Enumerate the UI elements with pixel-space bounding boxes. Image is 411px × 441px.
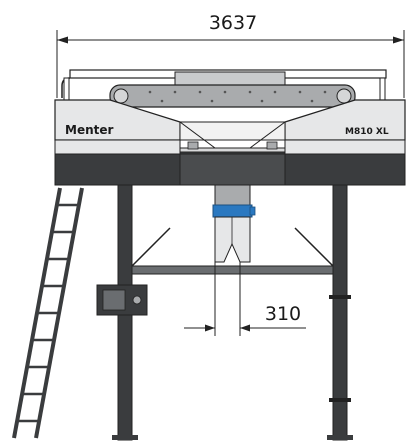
funnel-window-right (266, 141, 278, 150)
brace-diagonal-left (131, 227, 171, 267)
top-hopper (174, 71, 286, 87)
ladder (12, 187, 84, 439)
conveyor-belt (109, 84, 356, 108)
machine-body: Menter M810 XL (54, 99, 406, 186)
cross-brace (131, 265, 334, 275)
conveyor-body (109, 84, 356, 108)
conveyor-roller-left (113, 88, 129, 104)
chute-blue-tab (249, 206, 256, 216)
control-knob-icon (132, 295, 142, 305)
outlet-width-dimension: 310 (184, 262, 306, 336)
brand-label-left: Menter (65, 123, 113, 137)
dimension-label-bg (258, 300, 302, 324)
ladder-rungs (17, 203, 79, 423)
funnel-window-left (187, 141, 199, 150)
right-leg-clamp (329, 295, 351, 299)
overall-width-dimension: 3637 (56, 12, 405, 98)
right-panel-lower (284, 139, 406, 155)
chute-upper (214, 184, 251, 206)
right-foot (327, 435, 353, 440)
control-box-panel (102, 289, 126, 311)
funnel-center (179, 121, 286, 141)
dimension-arrow-right (240, 324, 250, 332)
chute-lower (214, 216, 251, 263)
conveyor-roller-right (336, 88, 352, 104)
left-panel-lower (54, 139, 181, 155)
chute-blue-band (212, 204, 253, 218)
dimension-arrow-left (57, 36, 68, 44)
dimension-arrow-left (205, 324, 215, 332)
railing-right-post (379, 77, 386, 101)
brace-diagonal-right (294, 227, 334, 267)
control-box (96, 284, 148, 316)
left-foot (112, 435, 138, 440)
conveyor-bolts (148, 90, 327, 103)
railing-left-post (63, 77, 70, 101)
right-leg-clamp-low (329, 398, 351, 402)
outlet-chute (212, 184, 256, 263)
outlet-width-label: 310 (265, 303, 301, 325)
overall-width-label: 3637 (209, 12, 257, 34)
dimension-arrow-right (393, 36, 404, 44)
center-base-block (179, 153, 286, 186)
brand-label-right: M810 XL (345, 127, 389, 137)
